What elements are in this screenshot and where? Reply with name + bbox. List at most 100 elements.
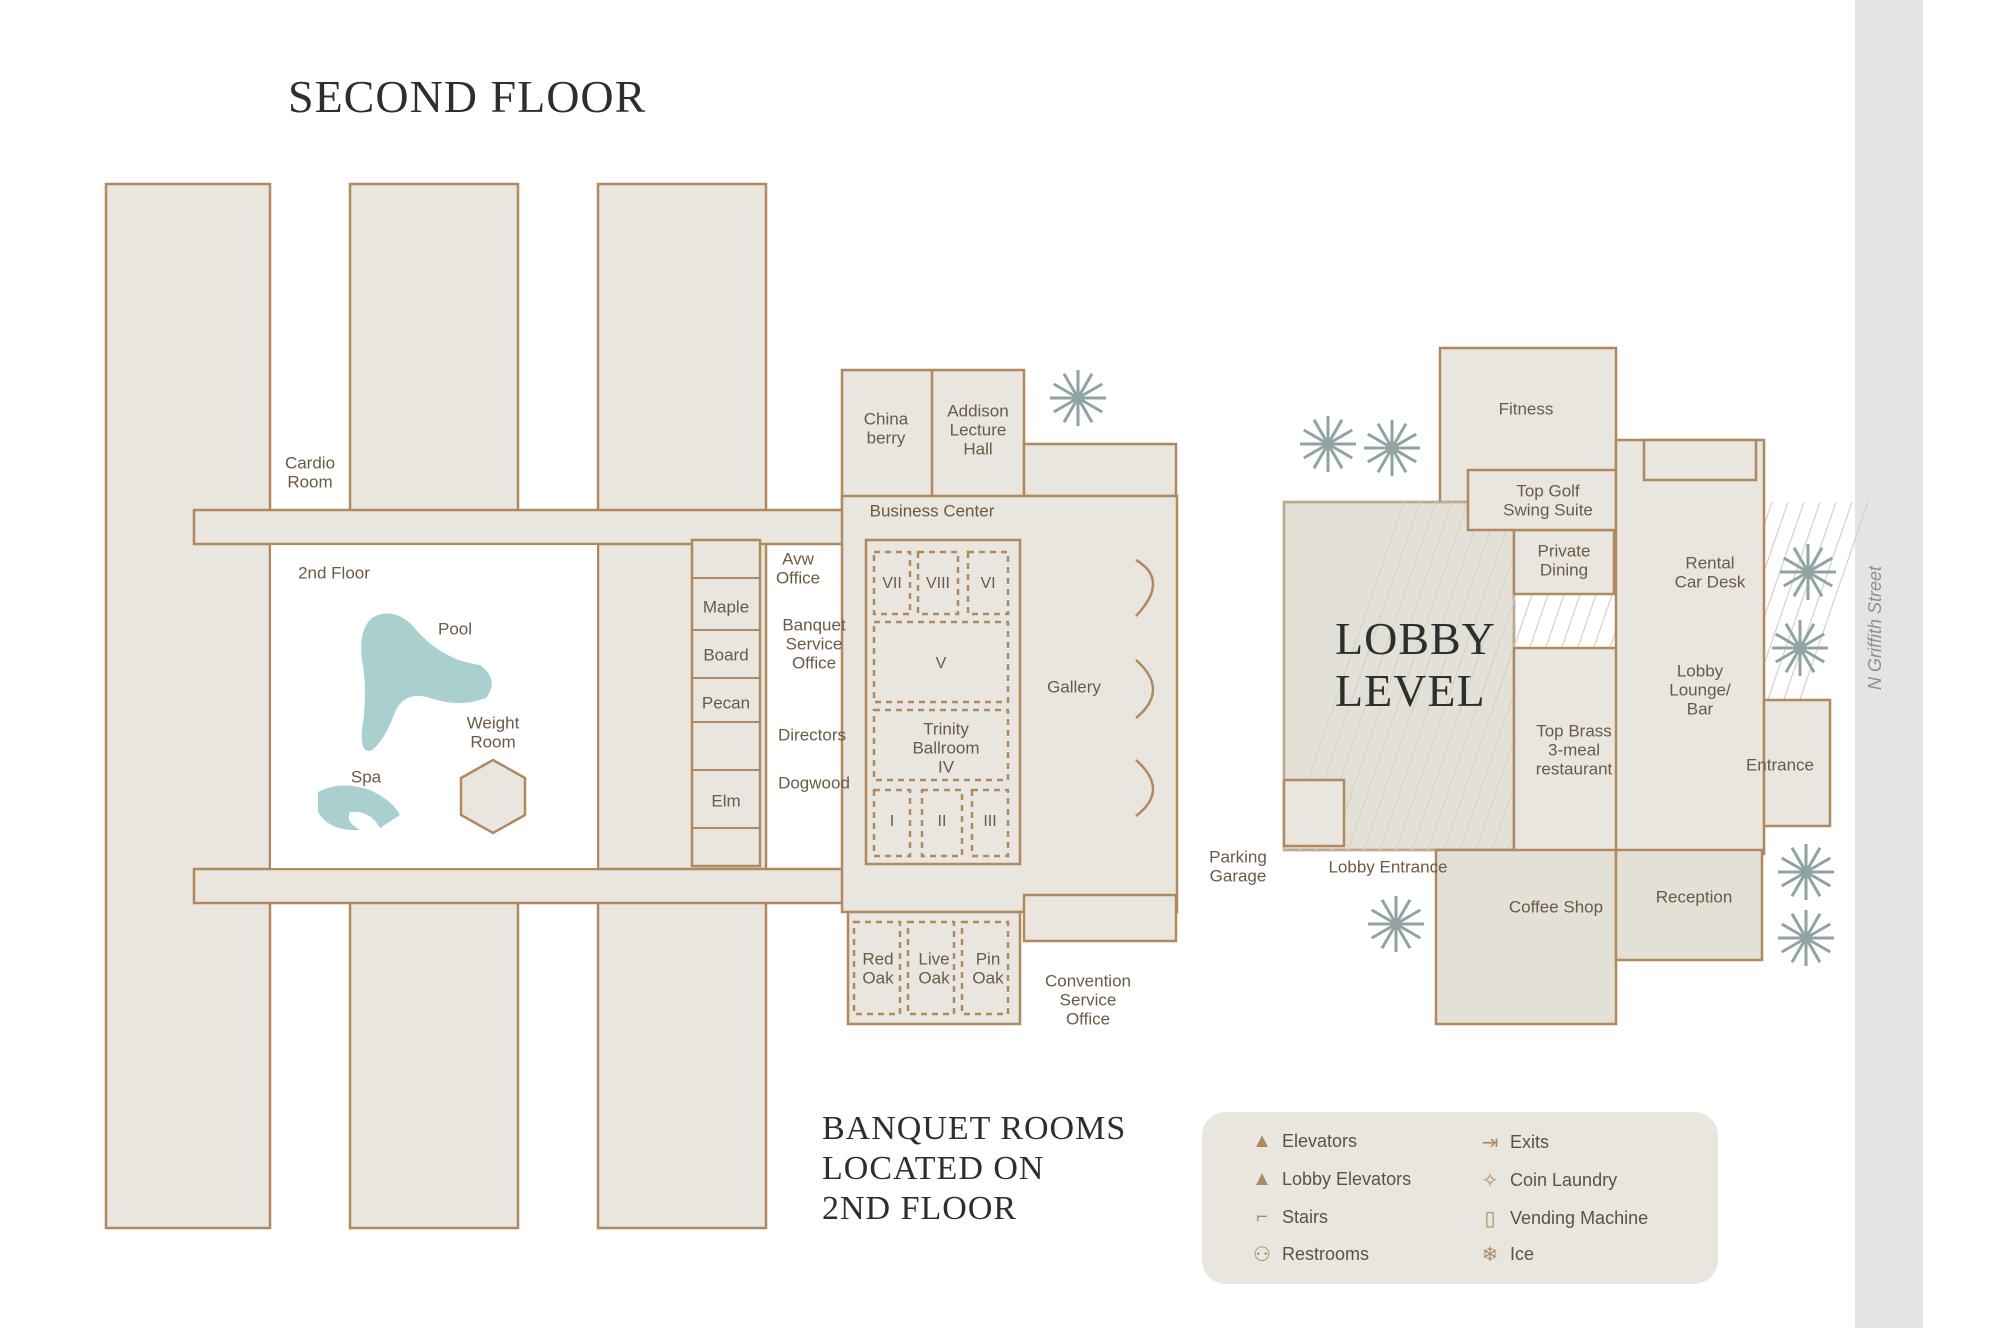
red-oak-label: Red [862,949,893,968]
ballroom-partition [916,550,960,616]
entrance-vestibule [1762,698,1832,828]
top-golf-label: Top Golf [1516,481,1580,500]
map-legend: ▲Elevators ▲Lobby Elevators ⌐Stairs ⚇Res… [1202,1112,1718,1284]
legend-label: Restrooms [1282,1244,1370,1264]
lobby-lounge-label: Lobby [1677,661,1724,680]
tree-branch [1390,447,1408,473]
restroom-block [1022,442,1178,498]
tree-icon [1778,844,1834,900]
top-brass-label: 3-meal [1548,740,1600,759]
tree-branch [1390,423,1408,449]
tree-branch [1380,899,1398,925]
tree-branch [1784,623,1802,649]
tree-branch [1805,856,1831,874]
ballroom-i-label: I [890,813,894,830]
trinity-ballroom-label: IV [938,757,955,776]
ballroom-viii-label: VIII [926,575,950,592]
avw-office-label: Office [776,568,820,587]
wing-1 [104,182,272,1230]
lobby-restrooms-north [1642,438,1758,482]
tree-branch [1076,397,1094,423]
banquet-note-line3: 2ND FLOOR [822,1190,1018,1227]
legend-label: Stairs [1282,1207,1329,1227]
lobby-level-title-line2: LEVEL [1335,665,1486,716]
tree-branch [1784,647,1802,673]
convention-office-label: Service [1060,990,1117,1009]
lobby-entrance-label: Lobby Entrance [1328,857,1447,876]
ballroom-vi-label: VI [980,575,995,592]
tree-branch [1327,442,1353,460]
tree-branch [1790,871,1808,897]
tree-branch [1806,547,1824,573]
pool-courtyard [269,543,599,870]
tree-branch [1804,913,1822,939]
tree-branch [1790,937,1808,963]
hatch-line [1331,501,1453,851]
tree-icon [1772,620,1828,676]
legend-label: Elevators [1282,1131,1358,1151]
directors-label: Directors [778,725,846,744]
gallery-label: Gallery [1047,677,1101,696]
legend-item-elevators: ▲Elevators [1242,1130,1357,1153]
weight-room-hexagon [459,758,527,835]
tree-branch [1790,913,1808,939]
legend-item-ice: ❄Ice [1470,1242,1534,1267]
tree-branch [1076,373,1094,399]
ballroom-partition [872,708,1010,782]
lobby-restrooms [1282,778,1346,848]
convention-office-label: Convention [1045,971,1131,990]
tree-icon [1778,910,1834,966]
banquet-service-label: Office [792,653,836,672]
private-dining-label: Dining [1540,560,1588,579]
tree-branch [1062,397,1080,423]
ballroom-partition [920,788,964,858]
tree-branch [1077,396,1103,414]
tree-branch [1391,446,1417,464]
tree-branch [1367,446,1393,464]
tree-branch [1395,922,1421,940]
tree-branch [1062,373,1080,399]
exit-icon: ⇥ [1481,1132,1499,1154]
tree-branch [1326,443,1344,469]
reception-area [1614,848,1764,962]
tree-branch [1327,428,1353,446]
lobby-lounge [1614,438,1766,856]
weight-room-label: Room [470,732,515,751]
weight-room-label: Weight [467,713,520,732]
tree-branch [1371,922,1397,940]
pecan-label: Pecan [702,693,750,712]
tree-branch [1781,922,1807,940]
tree-branch [1380,923,1398,949]
gallery-bays [1135,558,1155,817]
tree-branch [1783,570,1809,588]
pool-shape [361,613,492,751]
coin-laundry-icon: ✧ [1481,1170,1499,1192]
tree-icon [1364,420,1420,476]
banquet-service-label: Service [786,634,843,653]
tree-branch [1781,936,1807,954]
tree-icon [1368,896,1424,952]
entrance-label: Entrance [1746,755,1814,774]
small-rooms [690,538,762,868]
tree-branch [1792,571,1810,597]
tree-branch [1775,646,1801,664]
tree-branch [1367,432,1393,450]
tree-branch [1804,871,1822,897]
private-dining [1512,528,1616,596]
legend-item-vending: ▯Vending Machine [1470,1206,1648,1231]
tree-branch [1053,382,1079,400]
restroom-block-south [1022,893,1178,943]
tree-branch [1792,547,1810,573]
tree-branch [1077,382,1103,400]
parking-garage-label: Garage [1210,866,1267,885]
ballroom-ii-label: II [938,813,947,830]
legend-label: Coin Laundry [1510,1170,1618,1190]
board-label: Board [703,645,748,664]
pin-oak-label: Oak [972,968,1004,987]
second-floor-title: SECOND FLOOR [288,71,647,122]
ballroom-partition [872,550,912,616]
lobby-lounge-label: Bar [1687,699,1714,718]
ballroom-partition [872,620,1010,704]
oak-partition [852,920,902,1016]
oak-partition [906,920,956,1016]
